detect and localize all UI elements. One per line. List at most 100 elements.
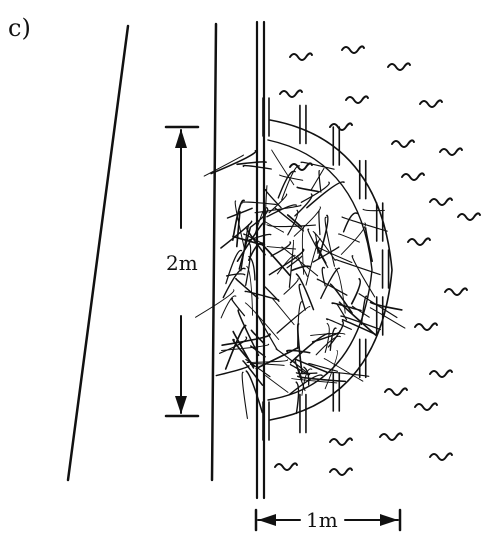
brush-stroke bbox=[286, 349, 311, 354]
wave-mark bbox=[419, 99, 443, 108]
brush-stroke bbox=[321, 266, 326, 287]
brush-stroke bbox=[312, 231, 336, 261]
brush-stroke bbox=[358, 293, 398, 319]
brush-stroke bbox=[268, 248, 305, 276]
brush-stroke bbox=[242, 164, 272, 170]
brush-stroke bbox=[266, 246, 297, 250]
brush-stroke bbox=[295, 358, 328, 373]
brush-stroke bbox=[335, 258, 381, 276]
brush-bundle bbox=[195, 149, 406, 419]
brush-stroke bbox=[288, 374, 323, 396]
brush-stroke bbox=[265, 375, 289, 393]
brush-stroke bbox=[306, 181, 345, 209]
brush-stroke bbox=[234, 200, 246, 250]
brush-stroke bbox=[340, 315, 381, 331]
brush-stroke bbox=[294, 193, 313, 217]
wave-mark bbox=[457, 212, 481, 221]
brush-stroke bbox=[295, 372, 318, 375]
brush-stroke bbox=[338, 301, 377, 337]
brush-stroke bbox=[286, 214, 303, 228]
brush-stroke bbox=[236, 161, 267, 166]
brush-stroke bbox=[311, 330, 341, 343]
brush-stroke bbox=[245, 243, 252, 286]
brush-stroke bbox=[298, 283, 306, 311]
brush-stroke bbox=[274, 207, 305, 232]
wave-mark bbox=[387, 62, 411, 71]
brush-stroke bbox=[275, 348, 311, 376]
brush-stroke bbox=[324, 350, 338, 390]
brush-stroke bbox=[316, 278, 348, 296]
brush-stroke bbox=[218, 336, 248, 354]
brush-stroke bbox=[242, 360, 264, 386]
wave-mark bbox=[279, 89, 303, 98]
fence-rail bbox=[269, 119, 393, 421]
brush-stroke bbox=[295, 381, 300, 415]
embankment-line bbox=[210, 22, 218, 482]
brush-stroke bbox=[310, 332, 346, 336]
brush-stroke bbox=[291, 378, 338, 384]
brush-stroke bbox=[296, 323, 303, 375]
height-label: 2m bbox=[166, 251, 198, 275]
brush-stroke bbox=[318, 170, 322, 193]
brush-stroke bbox=[276, 254, 296, 275]
brush-stroke bbox=[215, 365, 250, 377]
brush-stroke bbox=[203, 154, 245, 177]
brush-stroke bbox=[296, 186, 319, 193]
brush-stroke bbox=[245, 370, 264, 414]
brush-stroke bbox=[290, 265, 312, 272]
brush-stroke bbox=[300, 161, 335, 170]
wave-mark bbox=[407, 237, 431, 246]
brush-stroke bbox=[329, 283, 353, 314]
brush-stroke bbox=[241, 201, 277, 206]
brush-stroke bbox=[364, 227, 373, 262]
brush-stroke bbox=[222, 267, 246, 299]
brush-stroke bbox=[221, 333, 271, 346]
brush-stroke bbox=[264, 188, 282, 209]
brush-stroke bbox=[232, 338, 256, 368]
wave-mark bbox=[391, 139, 415, 148]
brush-stroke bbox=[235, 210, 241, 248]
brush-stroke bbox=[326, 371, 370, 377]
brush-stroke bbox=[226, 207, 253, 219]
brush-stroke bbox=[338, 233, 360, 243]
wave-mark bbox=[274, 462, 298, 471]
brush-stroke bbox=[235, 277, 259, 299]
panel-label: c) bbox=[8, 14, 31, 42]
wave-mark bbox=[329, 467, 353, 476]
brush-stroke bbox=[255, 311, 279, 351]
brush-stroke bbox=[369, 301, 403, 311]
brush-stroke bbox=[287, 209, 299, 236]
brush-stroke bbox=[225, 249, 243, 285]
brush-stroke bbox=[264, 185, 268, 226]
brush-stroke bbox=[276, 305, 311, 334]
brush-stroke bbox=[230, 297, 246, 317]
brush-stroke bbox=[324, 322, 330, 354]
wave-mark bbox=[379, 432, 403, 441]
water-waves bbox=[274, 45, 481, 476]
brush-stroke bbox=[293, 206, 321, 237]
brush-stroke bbox=[310, 167, 325, 191]
brush-stroke bbox=[238, 227, 251, 270]
wave-mark bbox=[429, 369, 453, 378]
width-label: 1m bbox=[306, 508, 338, 532]
brush-stroke bbox=[320, 267, 341, 300]
wave-mark bbox=[341, 45, 365, 54]
brush-stroke bbox=[246, 359, 288, 363]
brush-stroke bbox=[279, 174, 304, 181]
brush-stroke bbox=[351, 305, 370, 318]
wave-mark bbox=[289, 52, 313, 61]
brush-stroke bbox=[255, 345, 300, 370]
wave-mark bbox=[329, 437, 353, 446]
brush-stroke bbox=[281, 165, 301, 201]
brush-stroke bbox=[325, 318, 352, 330]
wave-mark bbox=[439, 147, 463, 156]
brush-stroke bbox=[210, 149, 257, 175]
brush-stroke bbox=[341, 319, 377, 336]
brush-stroke bbox=[250, 363, 285, 366]
brush-stroke bbox=[272, 298, 295, 326]
wave-mark bbox=[329, 122, 353, 131]
brush-stroke bbox=[236, 221, 265, 262]
wave-mark bbox=[414, 322, 438, 331]
height-dimension bbox=[164, 125, 200, 418]
